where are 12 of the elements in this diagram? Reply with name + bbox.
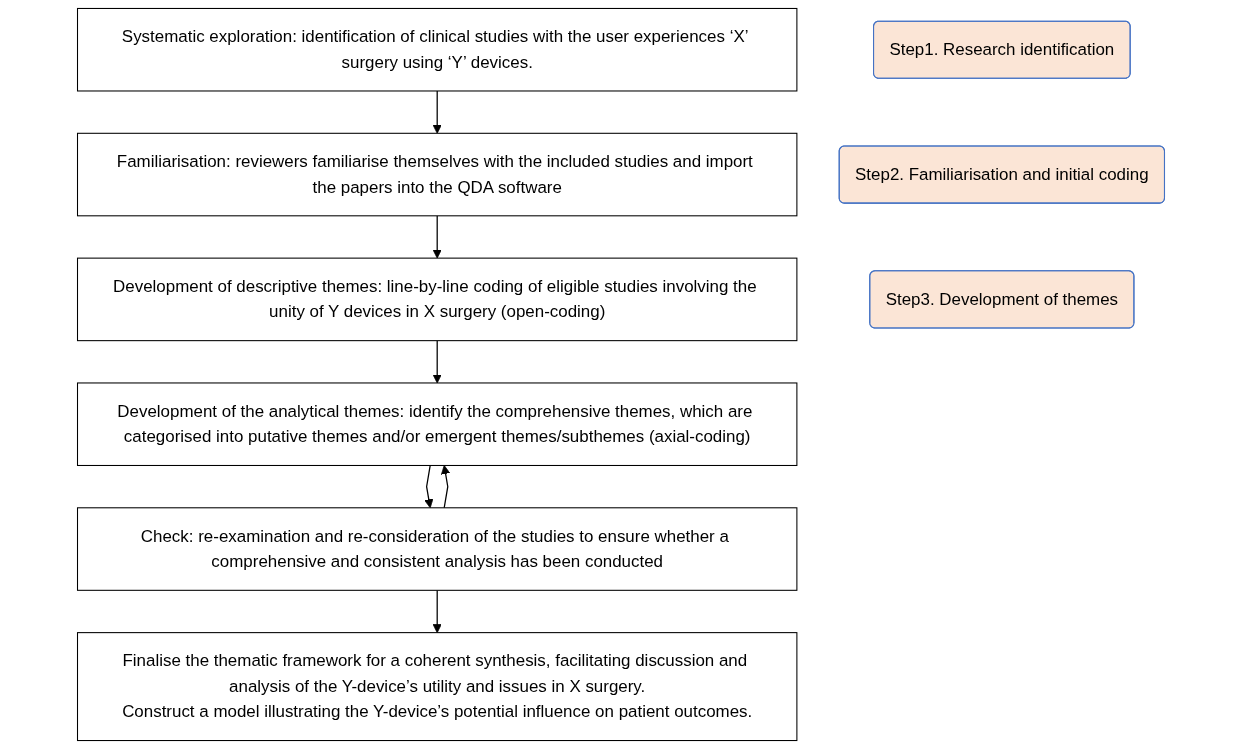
- arrow: [432, 340, 442, 384]
- arrow: [432, 90, 442, 134]
- arrow: [432, 589, 442, 634]
- arrow: [441, 465, 451, 509]
- arrow: [432, 215, 442, 259]
- arrow: [424, 464, 434, 509]
- node-box: Development of descriptive themes: line-by-line coding of eligible studies involving the unity of Y devices in X surgery (open-coding): [77, 257, 798, 342]
- node-box: Systematic exploration: identification of clinical studies with the user experiences ‘X’ surgery using ‘Y’ devices.: [77, 7, 798, 92]
- node-box: Check: re-examination and re-consideration of the studies to ensure whether a comprehensive and consistent analysis has been conducted: [77, 507, 798, 591]
- node-box: Familiarisation: reviewers familiarise themselves with the included studies and import the papers into the QDA software: [77, 132, 798, 217]
- node-box: Development of the analytical themes: identify the comprehensive themes, which are categorised into putative themes and/or emergent themes/subthemes (axial-coding): [77, 382, 798, 466]
- node-box: Finalise the thematic framework for a coherent synthesis, facilitating discussion and analysis of the Y-device’s utility and issues in X surgery. Construct a model illustrating the Y-device’s potential influence on patient outcomes.: [77, 632, 798, 742]
